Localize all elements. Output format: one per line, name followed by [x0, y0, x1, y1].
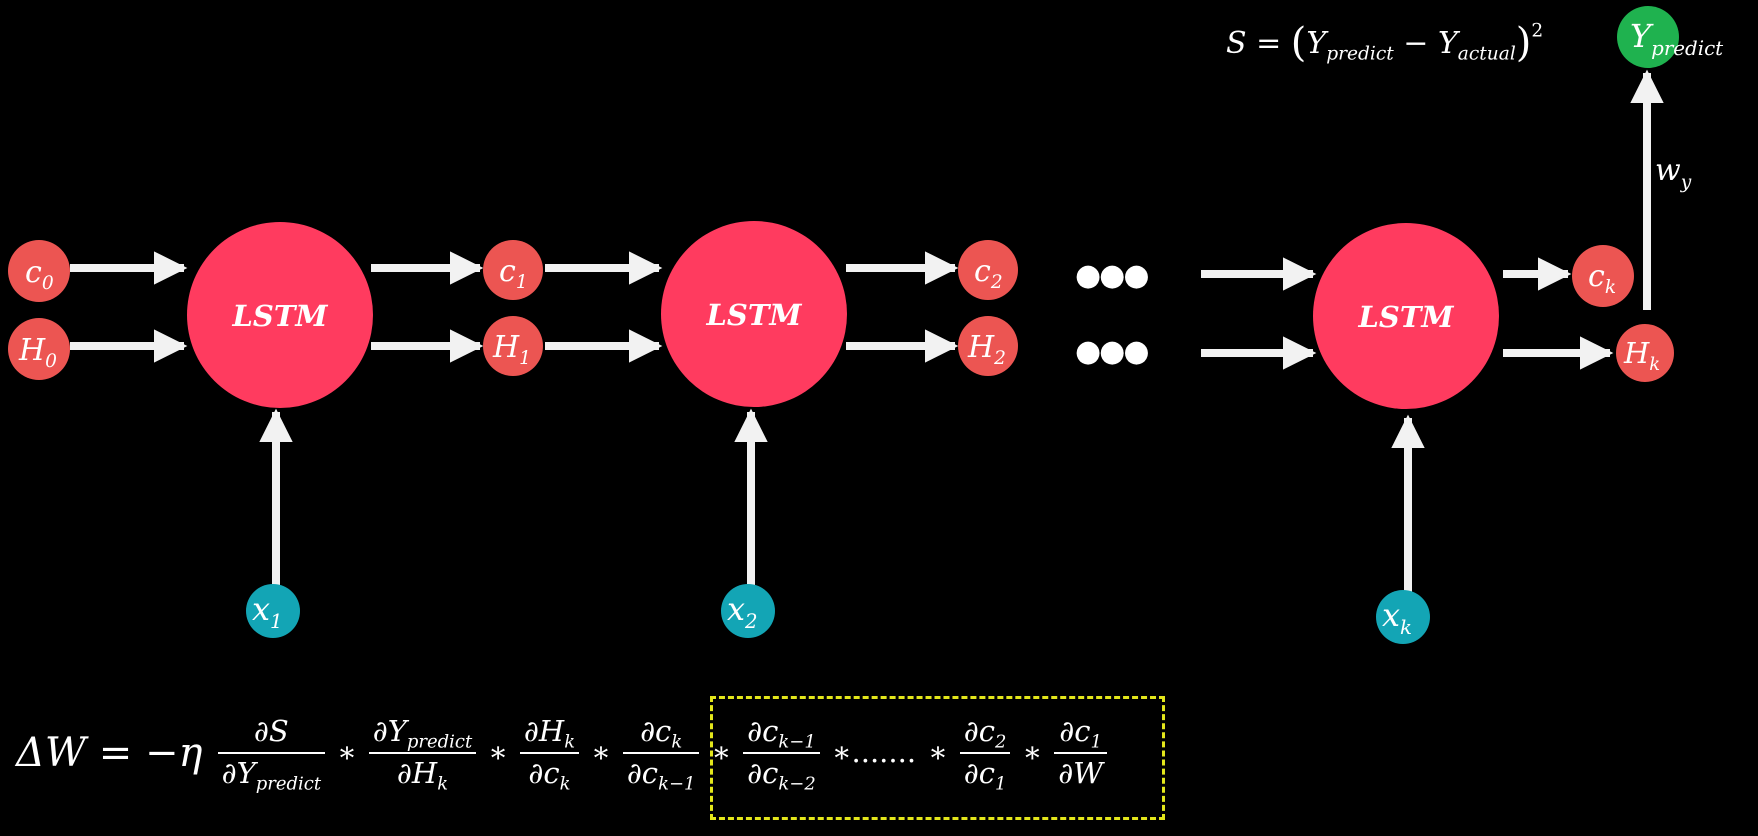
label-c2: c2: [974, 254, 1003, 293]
highlight-box: [710, 696, 1165, 820]
node-c2: [958, 240, 1018, 300]
label-ck: ck: [1588, 259, 1616, 298]
label-weight-wy: wy: [1655, 153, 1692, 193]
label-h1: H1: [492, 330, 531, 369]
fraction-dypredict-dhk: ∂Ypredict∂Hk: [368, 715, 477, 793]
ellipsis-bottom: ●●●: [1075, 334, 1148, 369]
node-x1: [246, 584, 300, 638]
node-y-predict: [1617, 6, 1679, 68]
label-c1: c1: [499, 254, 528, 293]
fraction-dck1-dck2: ∂ck−1∂ck−2: [743, 715, 820, 793]
loss-lhs: S =: [1226, 26, 1282, 61]
gradient-formula: ΔW = −η ∂S∂Ypredict∗∂Ypredict∂Hk∗∂Hk∂ck∗…: [16, 715, 1113, 793]
node-hk: [1616, 324, 1674, 382]
node-h0: [8, 318, 70, 380]
lstm-label-1: LSTM: [231, 299, 328, 333]
lstm-cell-2: [661, 221, 847, 407]
fraction-dc1-dw: ∂c1∂W: [1054, 715, 1107, 790]
lstm-cell-1: [187, 222, 373, 408]
loss-y-actual: Y: [1437, 26, 1458, 61]
label-x1: x1: [252, 590, 283, 633]
node-h2: [958, 316, 1018, 376]
loss-power: 2: [1531, 20, 1544, 42]
label-c0: c0: [25, 255, 54, 294]
fraction-dhk-dck: ∂Hk∂ck: [519, 715, 580, 793]
fraction-ds-dypredict: ∂S∂Ypredict: [217, 715, 326, 793]
label-h0: H0: [18, 333, 57, 372]
loss-formula: S = (Ypredict − Yactual)2: [1226, 20, 1544, 66]
node-c1: [483, 240, 543, 300]
label-xk: xk: [1382, 596, 1412, 639]
node-c0: [8, 240, 70, 302]
node-ck: [1572, 245, 1634, 307]
ellipsis-top: ●●●: [1075, 258, 1148, 293]
fraction-dc2-dc1: ∂c2∂c1: [959, 715, 1011, 793]
label-y-predict: Ypredict: [1630, 17, 1723, 60]
fraction-dck-dck1: ∂ck∂ck−1: [622, 715, 700, 793]
label-x2: x2: [727, 590, 758, 633]
label-h2: H2: [967, 330, 1006, 369]
lstm-cell-k: [1313, 223, 1499, 409]
gradient-lhs: ΔW = −η: [16, 729, 203, 776]
loss-y-predict: Y: [1306, 26, 1327, 61]
gradient-dots: ∗.......: [831, 734, 917, 769]
node-x2: [721, 584, 775, 638]
lstm-label-2: LSTM: [705, 298, 802, 332]
node-xk: [1376, 590, 1430, 644]
lstm-label-k: LSTM: [1357, 300, 1454, 334]
node-h1: [483, 316, 543, 376]
loss-minus: −: [1403, 26, 1429, 61]
label-hk: Hk: [1623, 336, 1660, 375]
